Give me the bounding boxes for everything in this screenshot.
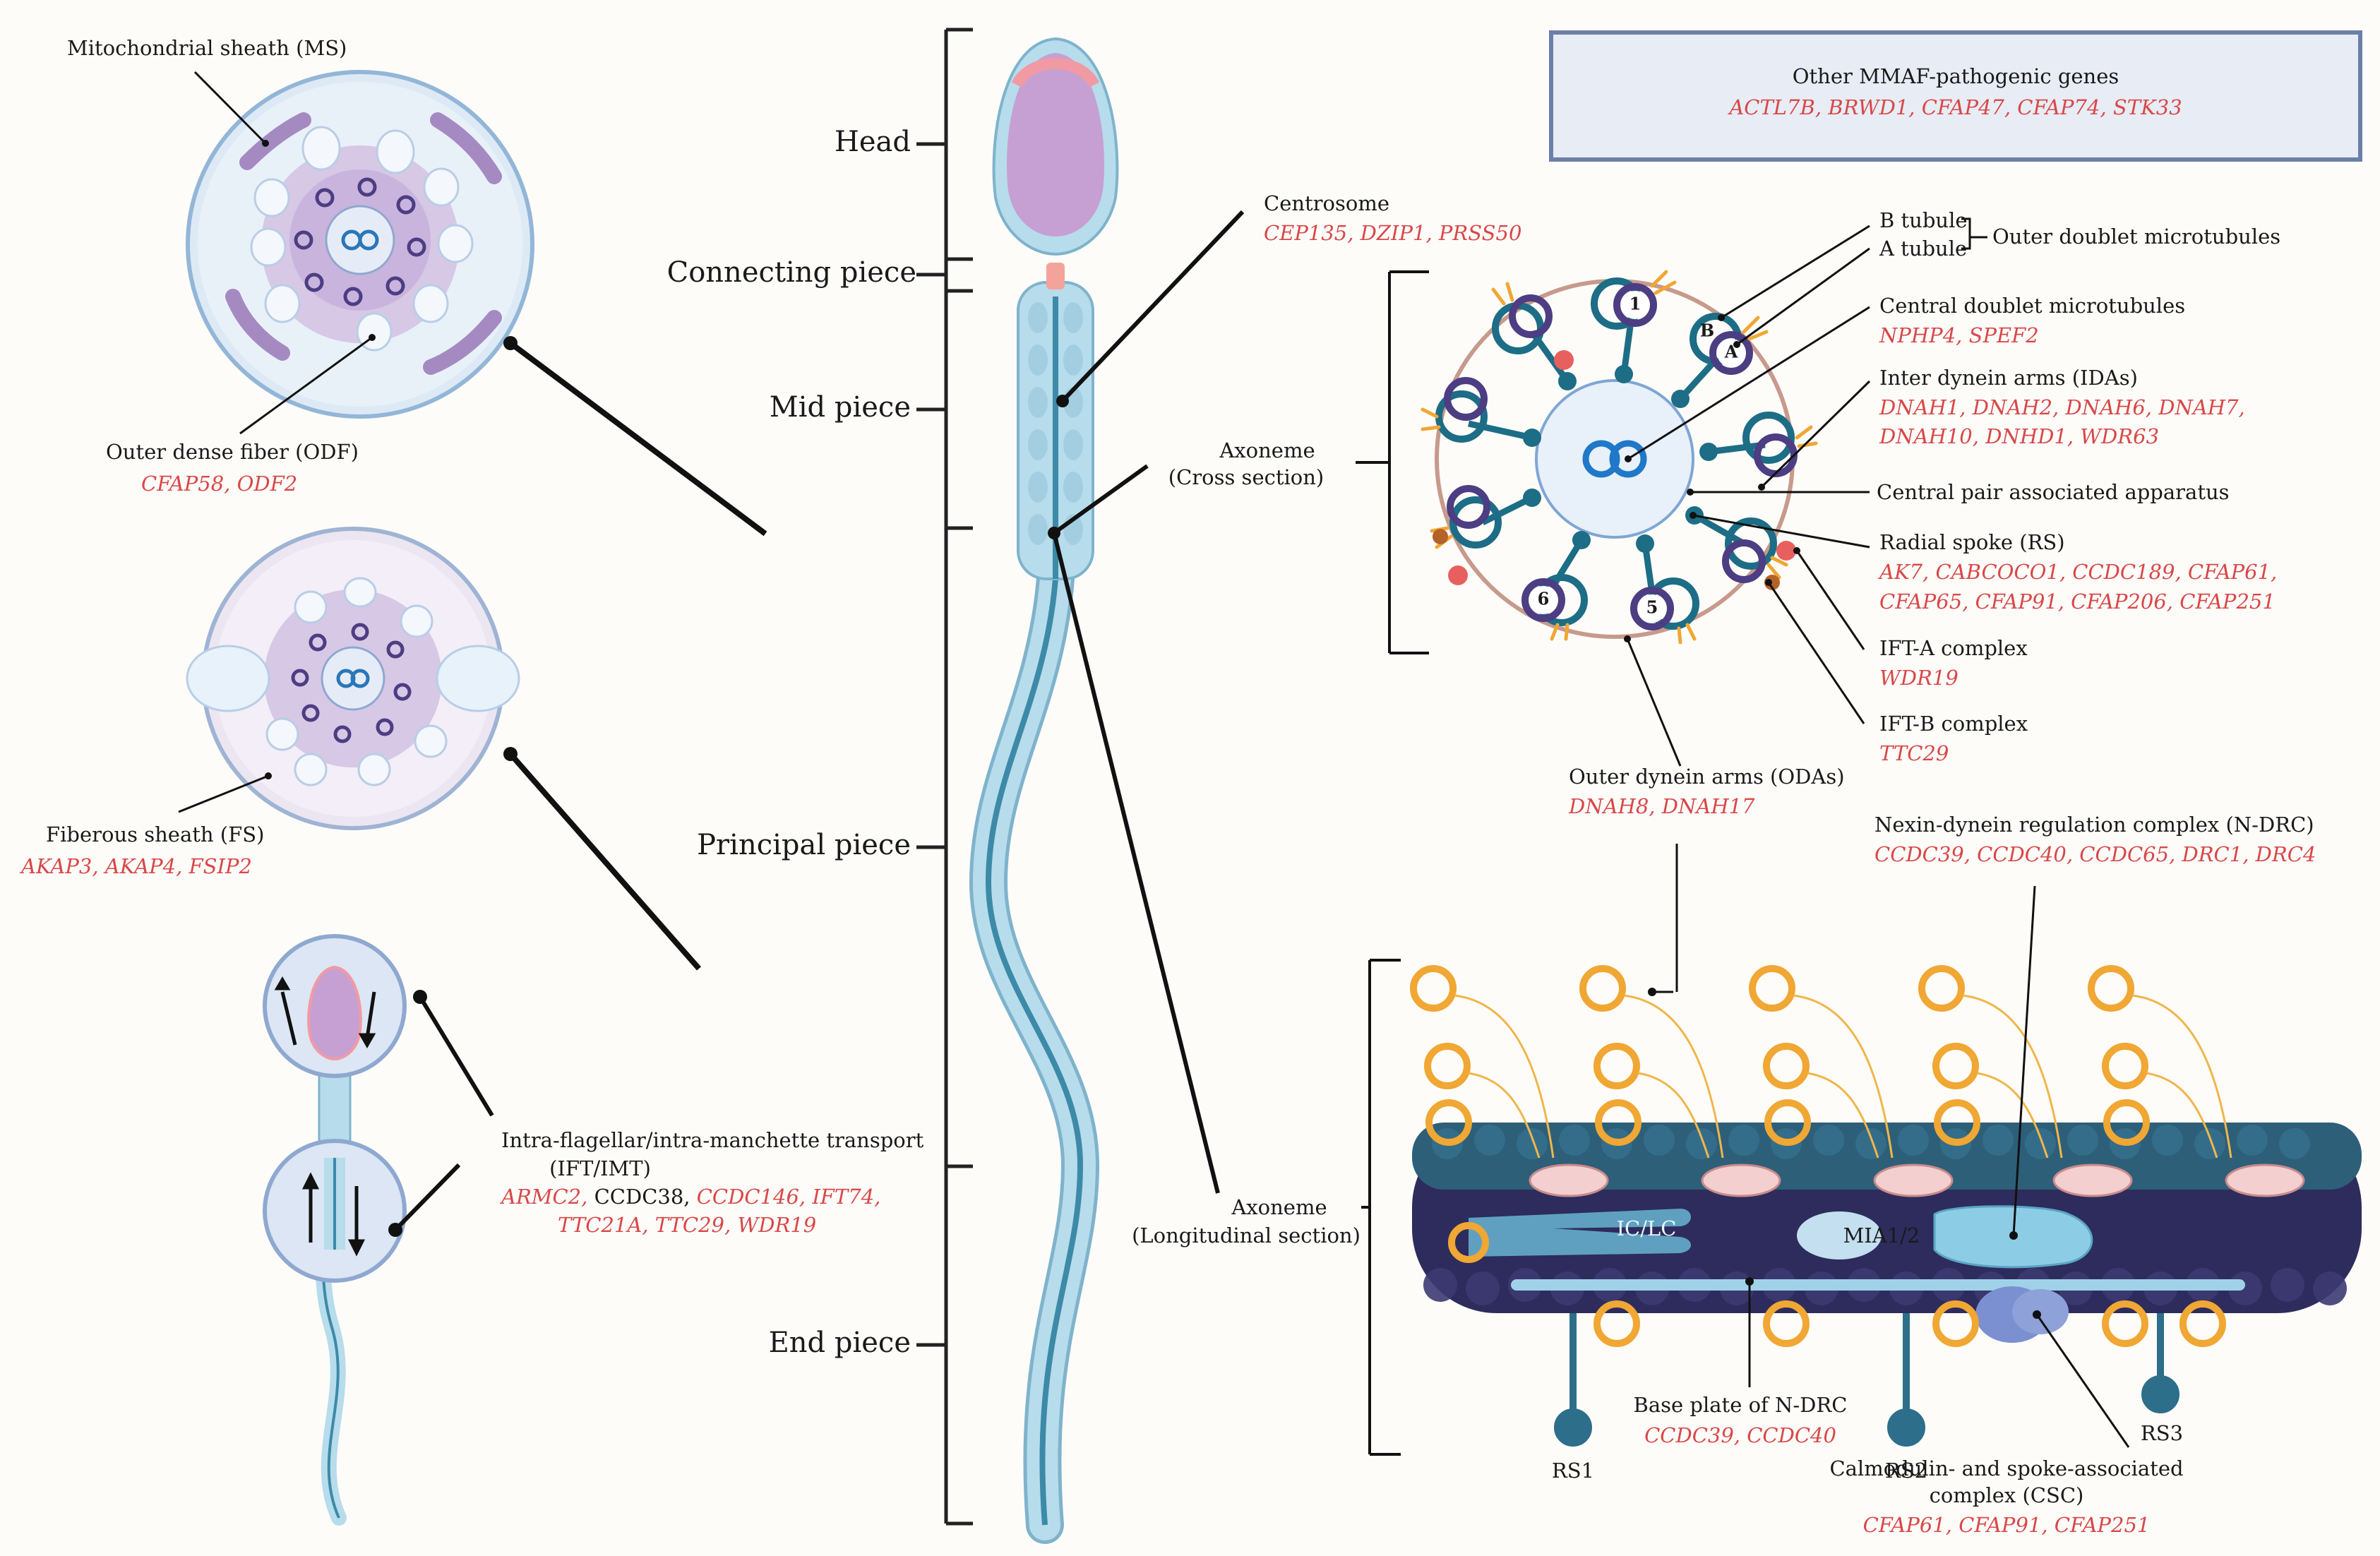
ift-gene-rest: CCDC146, IFT74, bbox=[697, 1185, 881, 1209]
rs-genes-1: AK7, CABCOCO1, CCDC189, CFAP61, bbox=[1877, 560, 2277, 584]
doublet-number-1: 1 bbox=[1629, 294, 1642, 314]
ida-label: Inter dynein arms (IDAs) bbox=[1879, 366, 2138, 390]
ift-gene-ccdc38: CCDC38, bbox=[594, 1185, 697, 1209]
region-mid-label: Mid piece bbox=[770, 391, 911, 424]
ift-gene-armc2: ARMC2, bbox=[499, 1185, 594, 1209]
iftb-label: IFT-B complex bbox=[1879, 712, 2028, 736]
oda-label: Outer dynein arms (ODAs) bbox=[1569, 765, 1845, 789]
region-principal-label: Principal piece bbox=[697, 829, 911, 861]
region-bracket bbox=[916, 28, 973, 1526]
ift-label-line2: (IFT/IMT) bbox=[549, 1156, 651, 1180]
odf-label: Outer dense fiber (ODF) bbox=[106, 440, 359, 464]
axoneme-cross-line1: Axoneme bbox=[1219, 438, 1315, 462]
mmaf-genes: ACTL7B, BRWD1, CFAP47, CFAP74, STK33 bbox=[1727, 95, 2182, 119]
region-head-label: Head bbox=[835, 126, 911, 158]
doublet-number-5: 5 bbox=[1646, 597, 1658, 618]
ms-cross-section bbox=[186, 70, 534, 419]
region-connecting-label: Connecting piece bbox=[667, 256, 916, 289]
axoneme-cross-line2: (Cross section) bbox=[1168, 465, 1324, 489]
ida-genes-2: DNAH10, DNHD1, WDR63 bbox=[1879, 424, 2159, 448]
ifta-label: IFT-A complex bbox=[1879, 636, 2028, 660]
cpa-label: Central pair associated apparatus bbox=[1877, 480, 2230, 504]
baseplate-genes: CCDC39, CCDC40 bbox=[1644, 1423, 1836, 1447]
doublet-number-6: 6 bbox=[1538, 589, 1550, 609]
ift-small-sperm bbox=[263, 934, 407, 1526]
axoneme-cross-section: 1 5 6 A B bbox=[1421, 270, 1818, 645]
baseplate-label: Base plate of N-DRC bbox=[1634, 1393, 1848, 1417]
rs-label: Radial spoke (RS) bbox=[1879, 530, 2065, 554]
axoneme-long-line2: (Longitudinal section) bbox=[1132, 1223, 1361, 1247]
central-sperm bbox=[969, 37, 1119, 1544]
fs-label: Fiberous sheath (FS) bbox=[46, 822, 264, 846]
fs-cross-section bbox=[186, 527, 520, 830]
ifta-genes: WDR19 bbox=[1879, 666, 1959, 690]
rs1-label: RS1 bbox=[1552, 1459, 1594, 1483]
csc-genes: CFAP61, CFAP91, CFAP251 bbox=[1863, 1513, 2151, 1537]
centrosome-label: Centrosome bbox=[1264, 191, 1389, 215]
iclc-label: IC/LC bbox=[1617, 1216, 1677, 1240]
odf-genes: CFAP58, ODF2 bbox=[141, 472, 297, 496]
region-end-label: End piece bbox=[769, 1327, 911, 1359]
mmaf-title: Other MMAF-pathogenic genes bbox=[1793, 64, 2119, 88]
ndrc-label: Nexin-dynein regulation complex (N-DRC) bbox=[1874, 813, 2314, 837]
oda-genes: DNAH8, DNAH17 bbox=[1568, 794, 1755, 818]
central-doublet-genes: NPHP4, SPEF2 bbox=[1879, 323, 2039, 347]
rs-genes-2: CFAP65, CFAP91, CFAP206, CFAP251 bbox=[1879, 590, 2276, 614]
axoneme-long-line1: Axoneme bbox=[1231, 1195, 1327, 1219]
centrosome-genes: CEP135, DZIP1, PRSS50 bbox=[1264, 221, 1521, 245]
rs3-label: RS3 bbox=[2141, 1421, 2183, 1445]
ift-genes-line2: TTC21A, TTC29, WDR19 bbox=[558, 1213, 816, 1237]
fs-genes: AKAP3, AKAP4, FSIP2 bbox=[19, 854, 252, 878]
b-tubule-label: B tubule bbox=[1879, 208, 1968, 232]
ms-label: Mitochondrial sheath (MS) bbox=[67, 36, 347, 60]
ift-label-line1: Intra-flagellar/intra-manchette transpor… bbox=[501, 1128, 924, 1152]
iftb-genes: TTC29 bbox=[1879, 741, 1949, 765]
ndrc-genes: CCDC39, CCDC40, CCDC65, DRC1, DRC4 bbox=[1874, 842, 2316, 866]
csc-label-1: Calmodulin- and spoke-associated bbox=[1829, 1456, 2183, 1480]
mia-label: MIA1/2 bbox=[1843, 1223, 1920, 1247]
axoneme-longitudinal: IC/LC MIA1/2 bbox=[1410, 965, 2362, 1447]
outer-doublet-label: Outer doublet microtubules bbox=[1992, 225, 2280, 249]
central-doublet-label: Central doublet microtubules bbox=[1879, 294, 2185, 318]
mmaf-box: Other MMAF-pathogenic genes ACTL7B, BRWD… bbox=[1549, 30, 2362, 162]
ift-genes-line1: ARMC2, CCDC38, CCDC146, IFT74, bbox=[499, 1185, 880, 1209]
csc-label-2: complex (CSC) bbox=[1930, 1483, 2084, 1507]
sperm-centrosome bbox=[1046, 263, 1065, 289]
rs2-label: RS2 bbox=[1885, 1459, 1927, 1483]
a-tubule-label: A tubule bbox=[1879, 237, 1967, 261]
ida-genes-1: DNAH1, DNAH2, DNAH6, DNAH7, bbox=[1879, 395, 2245, 419]
tubule-letter-b: B bbox=[1700, 321, 1714, 341]
